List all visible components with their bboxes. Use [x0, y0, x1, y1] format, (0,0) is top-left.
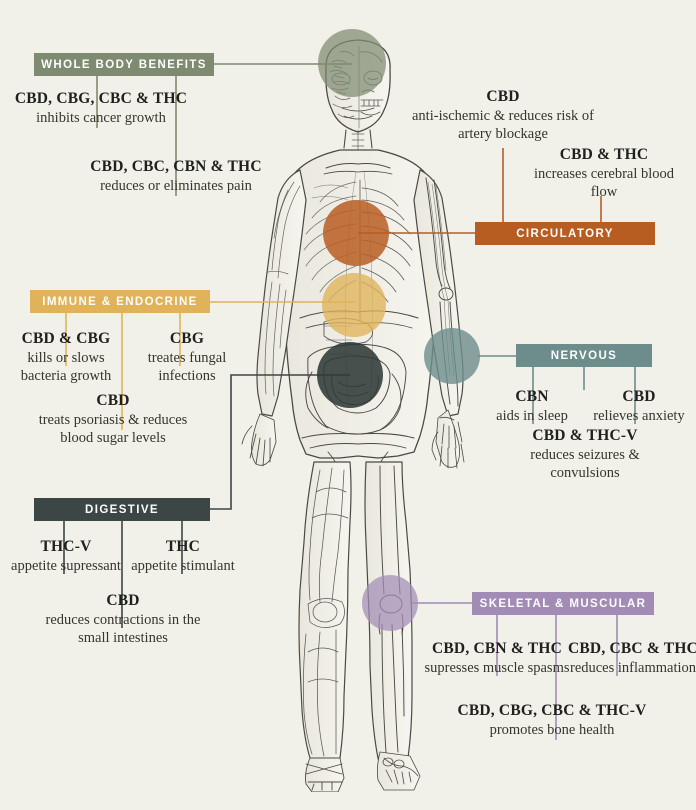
- callout-effect: reduces seizures & convulsions: [530, 446, 640, 481]
- callout-compounds: CBD, CBN & THC: [432, 640, 562, 657]
- callout-compounds: CBD: [622, 388, 656, 405]
- callout-compounds: CBD, CBG, CBC & THC: [14, 90, 188, 107]
- callout-digestive-2: THC appetite stimulant: [128, 538, 238, 576]
- section-bar-immune-endocrine[interactable]: IMMUNE & ENDOCRINE: [30, 290, 210, 313]
- callout-effect: inhibits cancer growth: [36, 109, 166, 126]
- section-bar-digestive-label: DIGESTIVE: [85, 503, 159, 516]
- callout-compounds: CBD, CBC, CBN & THC: [90, 158, 262, 175]
- callout-compounds: CBD: [106, 592, 140, 609]
- callout-effect: promotes bone health: [489, 721, 615, 738]
- callout-compounds: THC-V: [40, 538, 92, 555]
- callout-effect: appetite stimulant: [131, 557, 235, 574]
- callout-effect: aids in sleep: [496, 407, 568, 424]
- callout-immune-1: CBD & CBG kills or slows bacteria growth: [4, 330, 128, 385]
- section-bar-nervous-label: NERVOUS: [550, 349, 618, 362]
- callout-nervous-1: CBN aids in sleep: [480, 388, 584, 426]
- callout-effect: treates fungal infections: [147, 349, 227, 384]
- callout-immune-2: CBG treates fungal infections: [128, 330, 246, 385]
- callout-digestive-1: THC-V appetite supressant: [8, 538, 124, 576]
- callout-whole-body-2: CBD, CBC, CBN & THC reduces or eliminate…: [76, 158, 276, 196]
- section-bar-skeletal-muscular[interactable]: SKELETAL & MUSCULAR: [472, 592, 654, 615]
- section-bar-immune-endocrine-label: IMMUNE & ENDOCRINE: [42, 295, 198, 308]
- callout-nervous-2: CBD relieves anxiety: [584, 388, 694, 426]
- section-bar-circulatory-label: CIRCULATORY: [516, 227, 614, 240]
- callout-effect: increases cerebral blood flow: [533, 165, 675, 200]
- callout-effect: kills or slows bacteria growth: [20, 349, 112, 384]
- callout-effect: reduces or eliminates pain: [100, 177, 252, 194]
- callout-compounds: CBN: [515, 388, 549, 405]
- section-bar-digestive[interactable]: DIGESTIVE: [34, 498, 210, 521]
- callout-compounds: CBD: [486, 88, 520, 105]
- callout-skeletal-3: CBD, CBG, CBC & THC-V promotes bone heal…: [452, 702, 652, 740]
- callout-skeletal-1: CBD, CBN & THC supresses muscle spasms: [424, 640, 570, 678]
- callout-compounds: CBD: [96, 392, 130, 409]
- callout-effect: reduces inflammation: [569, 659, 696, 676]
- section-bar-whole-body-label: WHOLE BODY BENEFITS: [41, 58, 207, 71]
- callout-effect: reduces contractions in the small intest…: [45, 611, 201, 646]
- callout-immune-3: CBD treats psoriasis & reduces blood sug…: [38, 392, 188, 447]
- section-bar-circulatory[interactable]: CIRCULATORY: [475, 222, 655, 245]
- callout-whole-body-1: CBD, CBG, CBC & THC inhibits cancer grow…: [6, 90, 196, 128]
- callout-compounds: CBG: [169, 330, 205, 347]
- callout-circulatory-2: CBD & THC increases cerebral blood flow: [524, 146, 684, 201]
- callout-effect: supresses muscle spasms: [424, 659, 570, 676]
- callout-compounds: CBD & THC-V: [532, 427, 638, 444]
- section-bar-skeletal-muscular-label: SKELETAL & MUSCULAR: [479, 597, 647, 610]
- callout-effect: anti-ischemic & reduces risk of artery b…: [412, 107, 594, 142]
- callout-digestive-3: CBD reduces contractions in the small in…: [38, 592, 208, 647]
- callout-effect: appetite supressant: [11, 557, 121, 574]
- callout-effect: relieves anxiety: [593, 407, 685, 424]
- section-bar-nervous[interactable]: NERVOUS: [516, 344, 652, 367]
- callout-compounds: CBD & CBG: [21, 330, 111, 347]
- section-bar-whole-body[interactable]: WHOLE BODY BENEFITS: [34, 53, 214, 76]
- callout-nervous-3: CBD & THC-V reduces seizures & convulsio…: [512, 427, 658, 482]
- callout-compounds: CBD, CBG, CBC & THC-V: [457, 702, 647, 719]
- callout-compounds: CBD, CBC & THC: [568, 640, 696, 657]
- callout-compounds: THC: [165, 538, 201, 555]
- callout-circulatory-1: CBD anti-ischemic & reduces risk of arte…: [410, 88, 596, 143]
- callout-effect: treats psoriasis & reduces blood sugar l…: [38, 411, 188, 446]
- callout-compounds: CBD & THC: [559, 146, 649, 163]
- callout-skeletal-2: CBD, CBC & THC reduces inflammation: [566, 640, 696, 678]
